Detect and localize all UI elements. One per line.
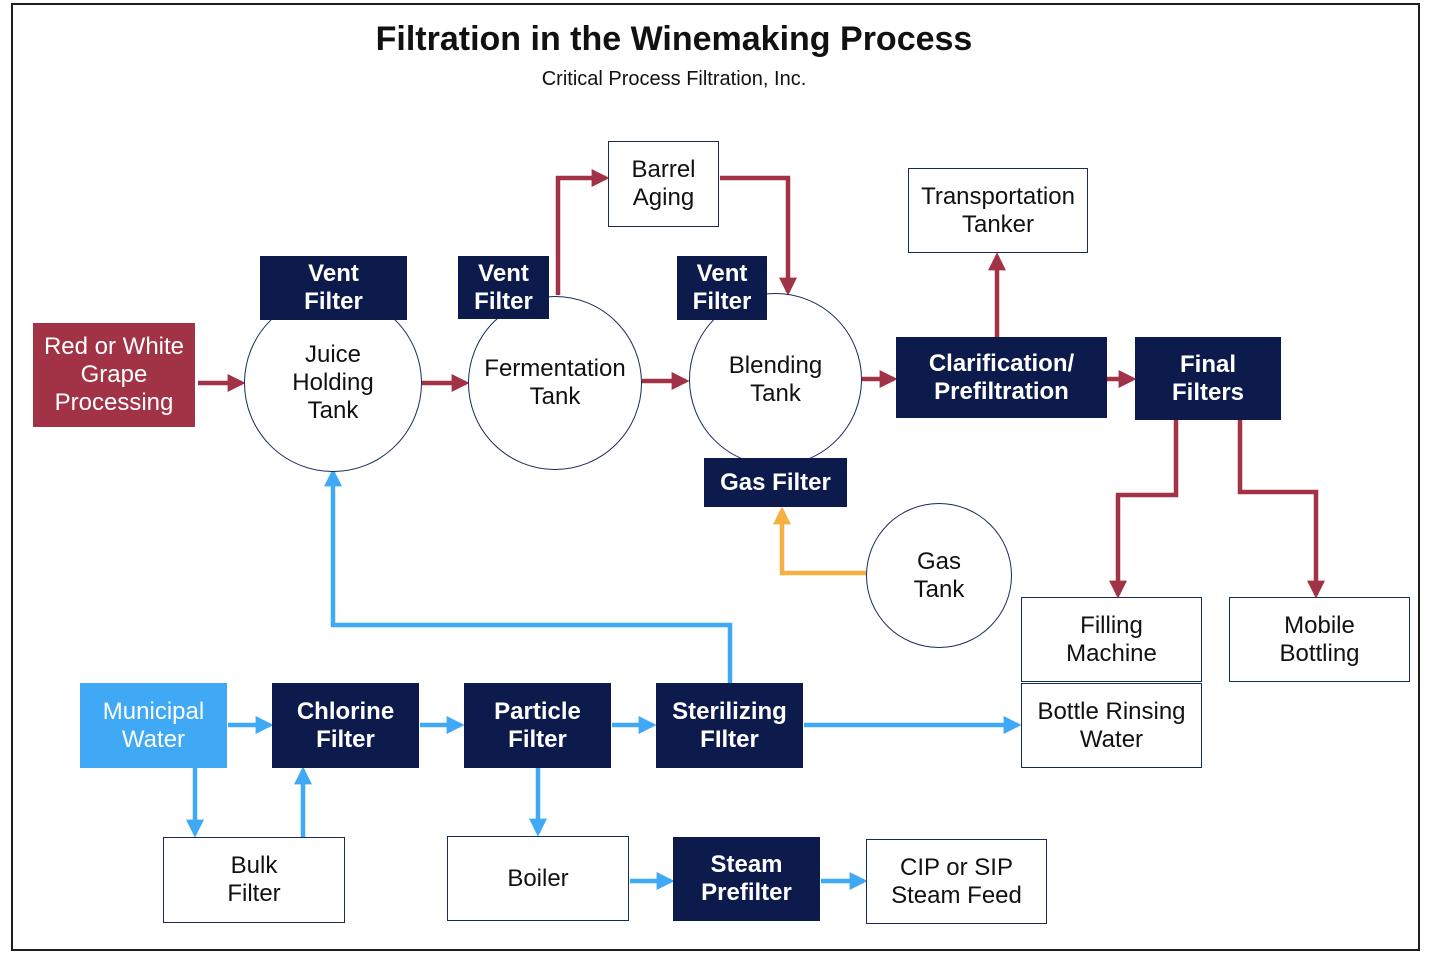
mobile-bottling-box: Mobile Bottling xyxy=(1229,597,1410,682)
barrel-aging-box: Barrel Aging xyxy=(608,141,719,227)
fermentation-vent-filter: Vent Filter xyxy=(458,256,549,319)
chlorine-filter-box: Chlorine Filter xyxy=(272,683,419,768)
diagram-subtitle: Critical Process Filtration, Inc. xyxy=(541,68,807,90)
steam-prefilter-box: Steam Prefilter xyxy=(673,837,820,921)
arrow-final-to-filling xyxy=(1109,420,1179,599)
bulk-filter-box: Bulk Filter xyxy=(163,837,345,923)
sterilizing-filter-box: Sterilizing FIlter xyxy=(656,683,803,768)
particle-filter-box: Particle Filter xyxy=(464,683,611,768)
blending-tank: Blending Tank xyxy=(689,293,862,466)
boiler-box: Boiler xyxy=(447,836,629,921)
clarification-prefiltration-box: Clarification/ Prefiltration xyxy=(896,337,1107,418)
arrow-sterilizing-to-juice xyxy=(324,468,733,683)
gas-tank: Gas Tank xyxy=(866,503,1012,648)
arrow-barrel-to-blending xyxy=(720,175,797,296)
transportation-tanker-box: Transportation Tanker xyxy=(908,168,1088,253)
grape-processing-box: Red or White Grape Processing xyxy=(33,323,195,427)
filling-machine-box: Filling Machine xyxy=(1021,597,1202,682)
municipal-water-box: Municipal Water xyxy=(80,683,227,768)
blending-vent-filter: Vent Filter xyxy=(677,256,767,320)
arrow-final-to-mobile xyxy=(1237,420,1325,599)
bottle-rinsing-water-box: Bottle Rinsing Water xyxy=(1021,683,1202,768)
juice-vent-filter: Vent Filter xyxy=(260,256,407,320)
arrow-gas-tank-to-gas-filter xyxy=(773,506,866,576)
fermentation-tank: Fermentation Tank xyxy=(468,296,642,470)
gas-filter: Gas Filter xyxy=(704,458,847,507)
arrow-fermentation-to-barrel xyxy=(555,169,610,295)
diagram-frame xyxy=(11,3,1420,951)
final-filters-box: Final Filters xyxy=(1135,337,1281,420)
diagram-title: Filtration in the Winemaking Process xyxy=(375,20,973,58)
juice-holding-tank: Juice Holding Tank xyxy=(244,294,422,472)
cip-sip-steam-feed-box: CIP or SIP Steam Feed xyxy=(866,839,1047,924)
